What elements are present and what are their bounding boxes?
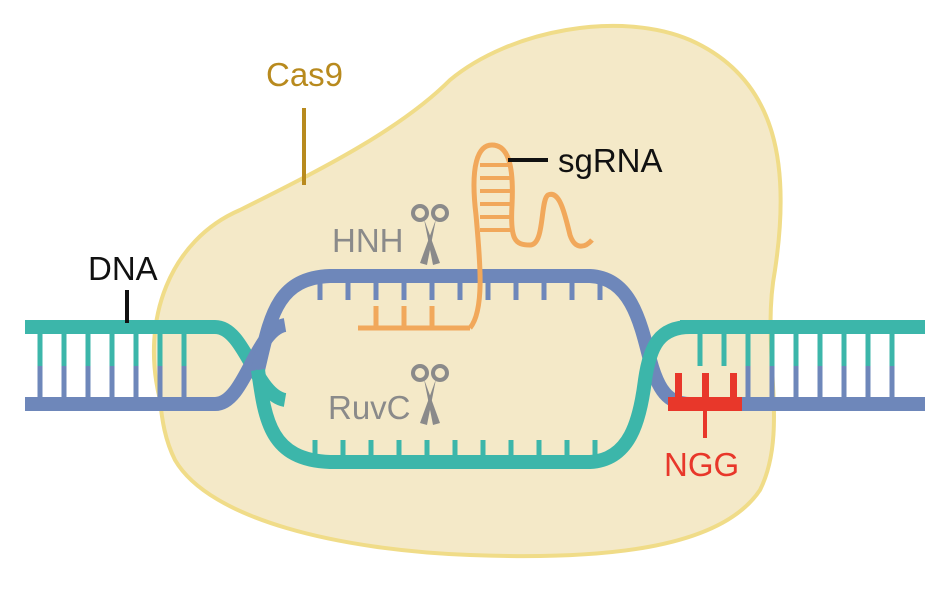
ngg-pam-site — [668, 373, 742, 438]
sgrna-molecule — [358, 142, 594, 331]
dna-bubble-bottom-strand — [251, 320, 691, 469]
scissors-icon — [411, 364, 449, 425]
ngg-label: NGG — [664, 446, 739, 483]
dna-label: DNA — [88, 250, 158, 287]
ruvc-domain-label: RuvC — [328, 389, 411, 426]
sgrna-label: sgRNA — [558, 142, 663, 179]
scissors-icon — [411, 204, 449, 265]
dna-base-pairs — [37, 279, 895, 459]
hnh-domain-label: HNH — [332, 222, 404, 259]
dna-bubble-top-strand — [251, 269, 691, 411]
cas9-protein-shape — [151, 23, 783, 559]
cas9-label: Cas9 — [266, 56, 343, 93]
